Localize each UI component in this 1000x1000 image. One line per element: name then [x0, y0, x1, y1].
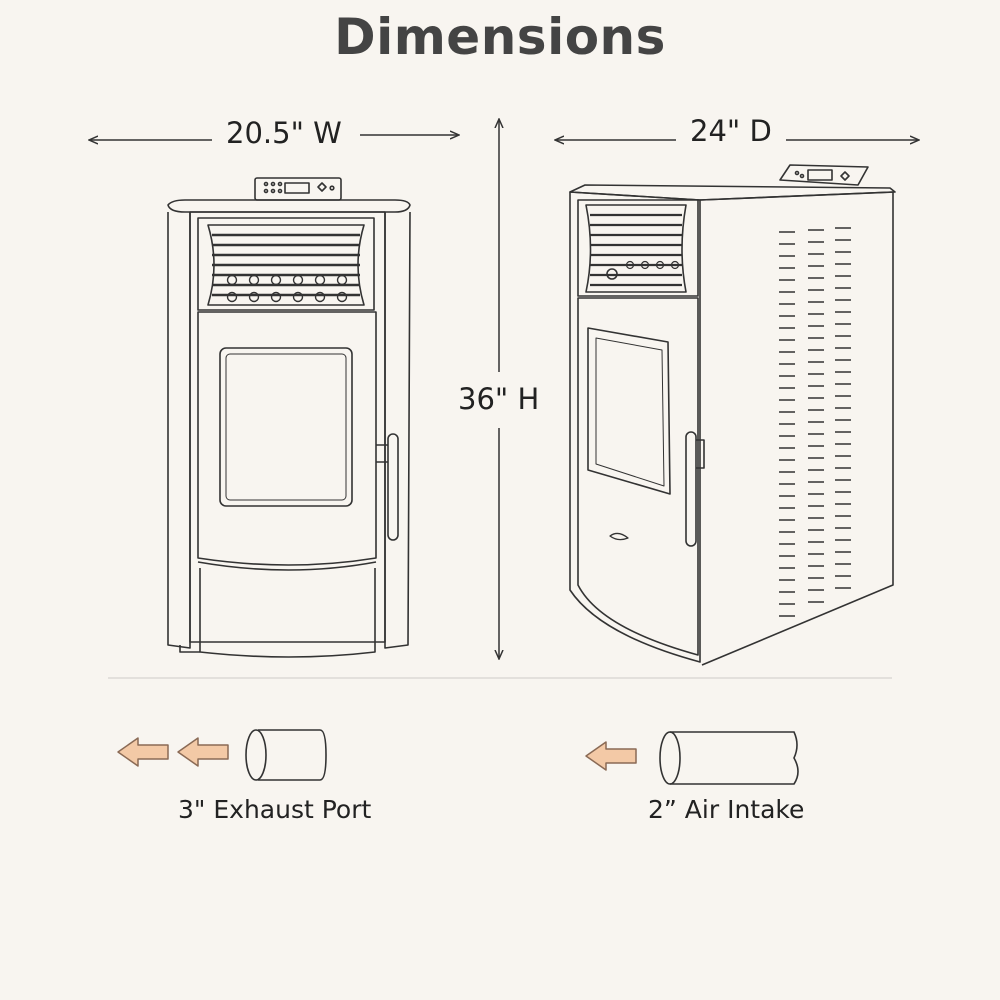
exhaust-port-label: 3" Exhaust Port: [178, 795, 372, 824]
stove-front-view: [167, 177, 411, 658]
exhaust-arrows: [117, 737, 229, 767]
intake-arrow: [585, 741, 637, 771]
intake-pipe-icon: [659, 731, 799, 785]
air-intake-label: 2” Air Intake: [648, 795, 805, 824]
exhaust-pipe-icon: [245, 729, 327, 781]
stove-side-view: [569, 164, 896, 666]
width-label: 20.5" W: [222, 116, 346, 150]
page-title: Dimensions: [334, 8, 666, 66]
depth-label: 24" D: [686, 114, 776, 148]
height-label: 36" H: [454, 382, 544, 416]
width-dimension-line: [90, 135, 458, 140]
